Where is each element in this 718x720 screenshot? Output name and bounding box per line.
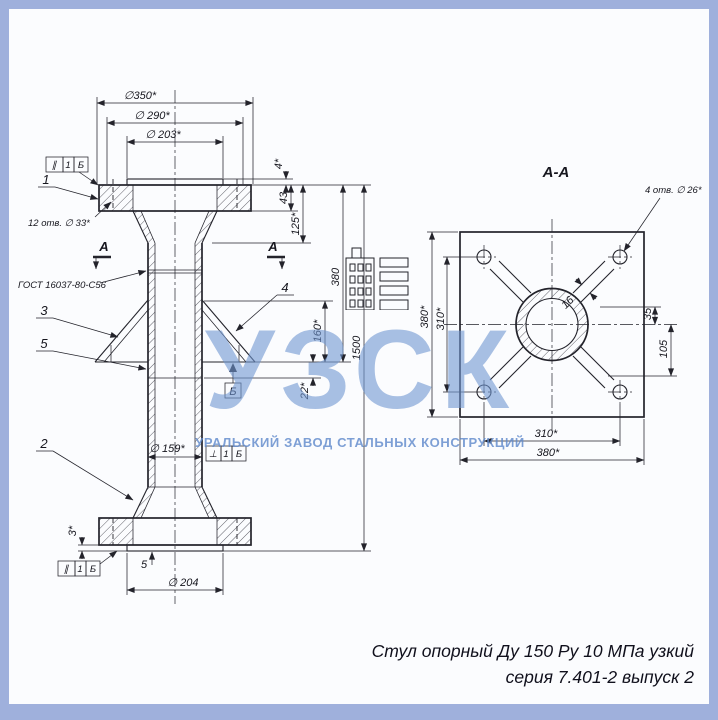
section-letter-left: А (98, 239, 108, 254)
caption-line-2: серия 7.401-2 выпуск 2 (505, 666, 694, 687)
note-plate-holes: 4 отв. ∅ 26* (645, 185, 702, 196)
bottom-flange (98, 517, 252, 552)
main-view: ∅350* ∅ 290* ∅ 203* (18, 90, 371, 604)
dim-310-left: 310* (435, 307, 447, 330)
dim-380-bottom: 380* (537, 447, 560, 459)
note-gost-weld: ГОСТ 16037-80-С56 (18, 280, 107, 291)
fcf-perpendicularity: ⊥ 1 Б (205, 445, 247, 462)
datum-triangle-icon (229, 363, 237, 372)
dim-105: 105 (658, 339, 670, 358)
fcf-symbol: ∥ (64, 564, 70, 575)
dim-dia-204: ∅ 204 (168, 577, 199, 589)
fcf-value: 1 (223, 449, 228, 460)
dim-dia-203: ∅ 203* (145, 129, 181, 141)
dim-dia-350: ∅350* (124, 90, 157, 102)
dim-125: 125* (290, 212, 302, 235)
section-view-a-a: А-А (419, 164, 702, 465)
dim-380: 380 (330, 267, 342, 286)
dim-5: 5 (141, 559, 148, 571)
pipe-shaft (147, 243, 203, 488)
position-callouts: 1 3 5 2 4 (36, 172, 294, 501)
pipe-cross-section (515, 287, 589, 362)
top-cone (132, 210, 218, 244)
dim-160: 160* (312, 319, 324, 342)
note-bolt-holes: 12 отв. ∅ 33* (28, 218, 90, 229)
fcf-datum: Б (78, 160, 84, 171)
caption-line-1: Стул опорный Ду 150 Ру 10 МПа узкий (371, 640, 694, 661)
dim-dia-159: ∅ 159* (149, 443, 185, 455)
corner-holes (472, 245, 632, 404)
dim-22: 22* (299, 382, 311, 400)
dim-4: 4* (273, 158, 285, 169)
dim-3: 3* (67, 525, 79, 536)
section-cut-marks: А А (92, 239, 286, 270)
bottom-cone (132, 486, 218, 519)
dim-dia-290: ∅ 290* (134, 110, 170, 122)
fcf-parallelism-bottom: ∥ 1 Б (57, 550, 118, 577)
fcf-symbol: ⊥ (209, 449, 217, 460)
fcf-datum: Б (236, 449, 242, 460)
fcf-parallelism-top: ∥ 1 Б (45, 156, 99, 186)
rib-plates (489, 260, 615, 389)
fcf-value: 1 (65, 160, 70, 171)
fcf-datum: Б (90, 564, 96, 575)
section-title: А-А (542, 164, 570, 181)
title-caption: Стул опорный Ду 150 Ру 10 МПа узкий сери… (372, 638, 694, 691)
datum-letter: Б (229, 386, 236, 398)
gusset-right (201, 299, 256, 363)
datum-flag-b: Б (224, 363, 242, 399)
dim-35: 35 (642, 307, 654, 320)
section-letter-right: А (267, 239, 277, 254)
dim-1500: 1500 (351, 335, 363, 360)
position-3: 3 (40, 303, 48, 318)
position-4: 4 (281, 280, 288, 295)
position-5: 5 (40, 336, 48, 351)
fcf-symbol: ∥ (52, 160, 58, 171)
gusset-left (94, 299, 149, 363)
dim-380-left: 380* (419, 305, 431, 328)
dim-310-bottom: 310* (535, 428, 558, 440)
position-1: 1 (42, 172, 49, 187)
top-flange (98, 178, 252, 212)
dim-43: 43 (278, 191, 290, 204)
position-2: 2 (39, 436, 48, 451)
fcf-value: 1 (77, 564, 82, 575)
